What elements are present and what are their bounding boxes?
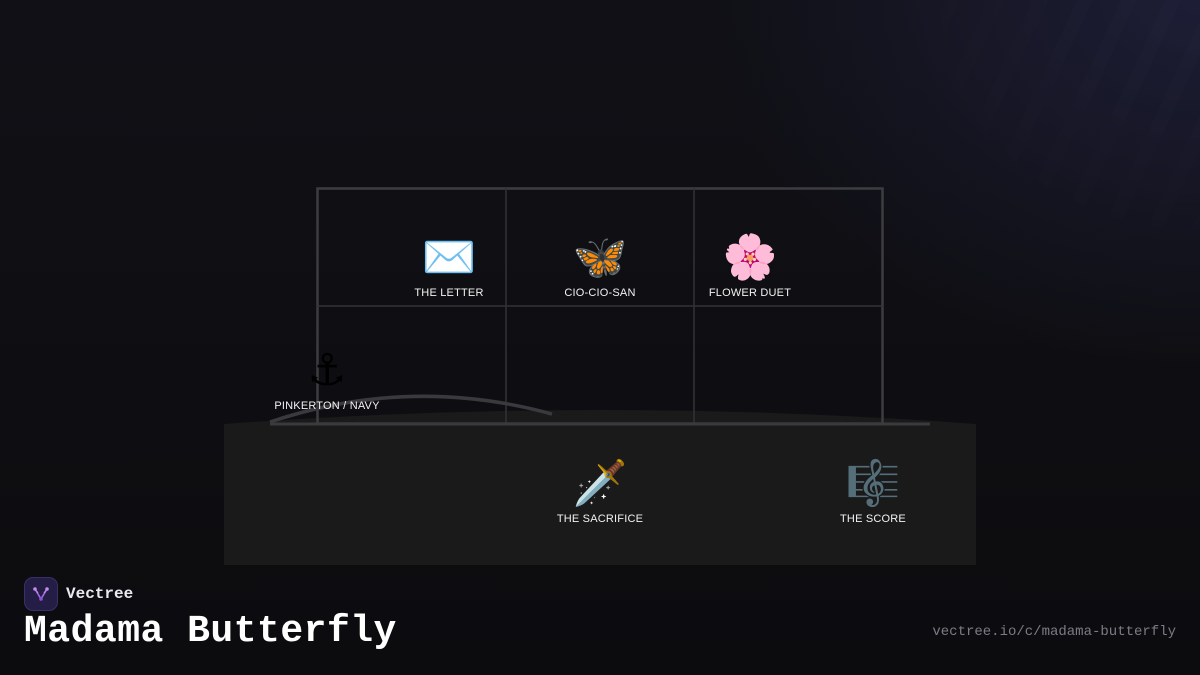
anchor-icon: ⚓: [307, 345, 347, 396]
page-title: Madama Butterfly: [24, 610, 397, 653]
musical-score-icon: 🎼: [845, 458, 901, 509]
brand-name: Vectree: [66, 585, 134, 603]
vectree-logo-icon: [24, 577, 58, 611]
stage-platform: [224, 410, 976, 565]
node-label: THE SCORE: [840, 513, 906, 525]
node-label: THE LETTER: [414, 287, 484, 299]
node-pinkerton-navy[interactable]: ⚓ PINKERTON / NAVY: [257, 345, 397, 412]
dagger-icon: 🗡️: [572, 458, 628, 509]
butterfly-icon: 🦋: [572, 232, 628, 283]
node-the-score[interactable]: 🎼 THE SCORE: [803, 458, 943, 525]
bridge-arc: [269, 394, 553, 424]
node-label: FLOWER DUET: [708, 287, 792, 299]
node-flower-duet[interactable]: 🌸 FLOWER DUET: [680, 232, 820, 299]
node-label: CIO-CIO-SAN: [564, 287, 636, 299]
node-cio-cio-san[interactable]: 🦋 CIO-CIO-SAN: [530, 232, 670, 299]
envelope-icon: ✉️: [421, 232, 477, 283]
background-rays: [680, 0, 1200, 460]
node-the-letter[interactable]: ✉️ THE LETTER: [379, 232, 519, 299]
cherry-blossom-icon: 🌸: [722, 232, 778, 283]
node-the-sacrifice[interactable]: 🗡️ THE SACRIFICE: [530, 458, 670, 525]
node-label: PINKERTON / NAVY: [274, 400, 380, 412]
node-label: THE SACRIFICE: [556, 513, 644, 525]
brand[interactable]: Vectree: [24, 577, 133, 611]
page-url[interactable]: vectree.io/c/madama-butterfly: [932, 624, 1176, 640]
